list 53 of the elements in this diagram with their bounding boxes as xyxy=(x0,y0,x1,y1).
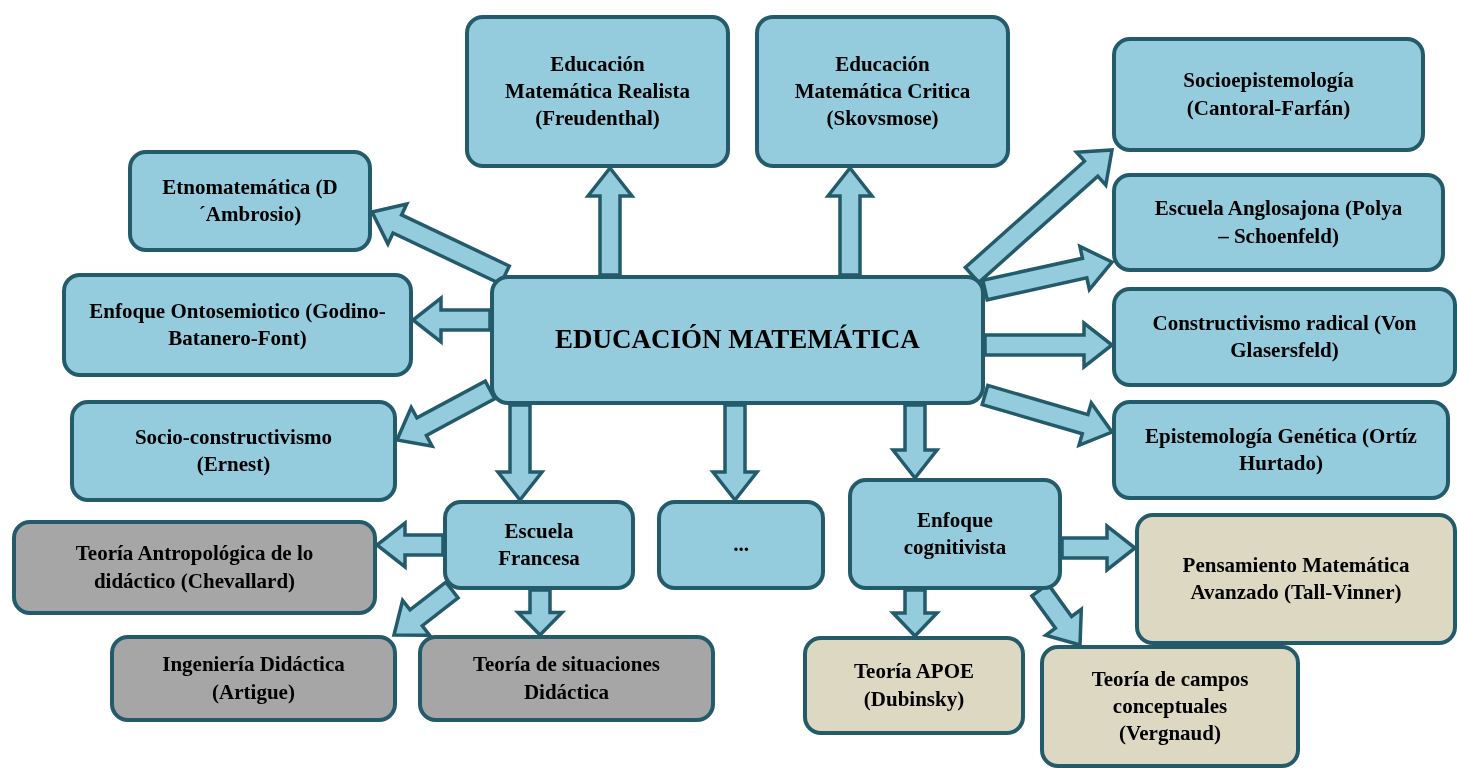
concept-label: Teoría de campos conceptuales (Vergnaud) xyxy=(1090,665,1250,748)
concept-box xyxy=(1112,287,1457,387)
block-arrow xyxy=(980,383,1115,449)
concept-label: Pensamiento Matemática Avanzado (Tall-Vinner) xyxy=(1181,551,1411,606)
concept-label: Ingeniería Didáctica (Artigue) xyxy=(161,651,346,706)
concept-label: ... xyxy=(733,531,749,559)
concept-label: Epistemología Genética (Ortíz Hurtado) xyxy=(1144,422,1418,477)
concept-box xyxy=(1040,645,1300,768)
concept-label: Enfoque Ontosemiotico (Godino-Batanero-Font) xyxy=(88,297,387,352)
concept-label: Teoría de situaciones Didáctica xyxy=(471,651,662,706)
block-arrow xyxy=(980,243,1115,302)
concept-box xyxy=(803,636,1025,735)
block-arrow xyxy=(824,165,876,277)
concept-box xyxy=(62,273,413,377)
concept-box xyxy=(1135,513,1457,645)
concept-box xyxy=(848,478,1062,590)
concept-box xyxy=(443,500,635,590)
concept-label: Etnomatemática (D´Ambrosio) xyxy=(161,173,339,228)
concept-box xyxy=(755,15,1010,168)
block-arrow xyxy=(394,378,498,449)
block-arrow xyxy=(709,403,761,503)
block-arrow xyxy=(374,519,445,571)
concept-box xyxy=(1112,37,1425,152)
concept-label: Escuela Francesa xyxy=(497,517,581,572)
concept-label: Teoría Antropológica de lo didáctico (Chevallard) xyxy=(74,540,315,595)
concept-box xyxy=(465,15,730,168)
concept-label: EDUCACIÓN MATEMÁTICA xyxy=(555,323,920,357)
block-arrow xyxy=(513,588,567,638)
block-arrow xyxy=(391,579,461,637)
block-arrow xyxy=(584,165,636,277)
block-arrow xyxy=(1060,522,1138,574)
block-arrow xyxy=(983,319,1115,371)
concept-label: Socio-constructivismo (Ernest) xyxy=(133,423,334,478)
concept-label: Socioepistemología (Cantoral-Farfán) xyxy=(1182,67,1355,122)
concept-box xyxy=(128,150,372,252)
concept-box xyxy=(70,400,397,502)
concept-label: Educación Matemática Realista (Freudenthal) xyxy=(504,50,691,133)
concept-box xyxy=(12,520,377,615)
concept-label: Constructivismo radical (Von Glasersfeld) xyxy=(1151,309,1418,364)
block-arrow xyxy=(410,294,492,346)
concept-box xyxy=(490,275,985,405)
block-arrow xyxy=(494,403,546,503)
concept-box xyxy=(1112,400,1450,500)
concept-box xyxy=(1112,173,1445,272)
concept-label: Enfoque cognitivista xyxy=(902,506,1008,561)
concept-label: Escuela Anglosajona (Polya – Schoenfeld) xyxy=(1153,195,1404,250)
concept-box xyxy=(657,500,825,590)
concept-box xyxy=(110,635,397,722)
concept-label: Educación Matemática Critica (Skovsmose) xyxy=(793,50,972,133)
block-arrow xyxy=(888,588,942,639)
concept-box xyxy=(418,635,715,722)
concept-label: Teoría APOE (Dubinsky) xyxy=(853,658,975,713)
block-arrow xyxy=(889,403,941,481)
